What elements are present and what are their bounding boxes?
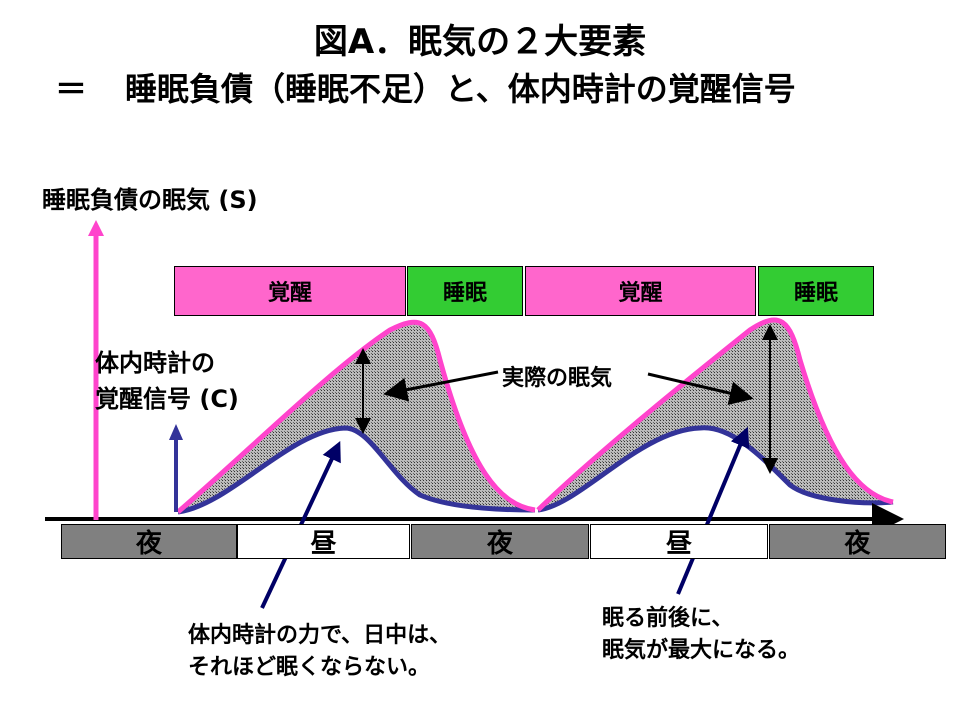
state-bar-label: 睡眠 (442, 281, 487, 306)
time-bar-night: 夜 (411, 524, 589, 559)
s-axis-label: 睡眠負債の眠気 (S) (42, 186, 258, 214)
c-axis-label-line1: 体内時計の (95, 349, 215, 377)
time-bar-label: 夜 (486, 529, 513, 559)
actual-pointer-right (647, 372, 754, 405)
title-line-1: 図A．眠気の２大要素 (313, 22, 647, 62)
time-bar-label: 昼 (310, 529, 337, 559)
note-left-line2: それほど眠くならない。 (188, 655, 431, 680)
state-bar-wake: 覚醒 (174, 266, 406, 316)
equals-sign: ＝ (55, 70, 88, 108)
time-bar-night: 夜 (61, 524, 237, 559)
state-bar-wake: 覚醒 (525, 266, 756, 316)
note-right-arrow (676, 426, 750, 595)
actual-sleepiness-area-2 (538, 320, 893, 510)
state-bar-sleep: 睡眠 (758, 266, 874, 316)
state-bar-label: 睡眠 (793, 281, 838, 306)
state-bar-label: 覚醒 (267, 281, 312, 306)
c-axis-label: 体内時計の 覚醒信号 (C) (95, 345, 239, 417)
c-axis-arrowhead-icon (169, 424, 183, 440)
time-bar-label: 夜 (844, 529, 871, 559)
note-right-line2: 眠気が最大になる。 (602, 638, 801, 663)
state-bar-label: 覚醒 (618, 281, 663, 306)
c-axis-label-line2: 覚醒信号 (C) (95, 385, 239, 413)
state-bar-sleep: 睡眠 (407, 266, 523, 316)
note-right-line1: 眠る前後に、 (602, 606, 734, 631)
s-axis-arrowhead-icon (88, 220, 104, 236)
time-bar-day: 昼 (237, 524, 410, 559)
title-line-2-text: 睡眠負債（睡眠不足）と、体内時計の覚醒信号 (125, 70, 796, 108)
time-bar-label: 夜 (135, 529, 162, 559)
actual-sleepiness-label: 実際の眠気 (500, 360, 615, 392)
clock-signal-curve-2 (537, 425, 894, 513)
note-right: 眠る前後に、 眠気が最大になる。 (602, 603, 800, 667)
actual-pointer-left (383, 370, 499, 402)
time-bar-label: 昼 (665, 529, 692, 559)
note-left: 体内時計の力で、日中は、 それほど眠くならない。 (188, 620, 451, 684)
time-bar-day: 昼 (590, 524, 768, 559)
title-line-2: ＝ 睡眠負債（睡眠不足）と、体内時計の覚醒信号 (55, 64, 796, 110)
sleep-debt-curve-1 (176, 319, 536, 514)
note-left-line1: 体内時計の力で、日中は、 (188, 623, 452, 648)
time-bar-night: 夜 (769, 524, 946, 559)
sleep-debt-curve-2 (536, 317, 894, 512)
clock-signal-curve-1 (177, 425, 536, 515)
